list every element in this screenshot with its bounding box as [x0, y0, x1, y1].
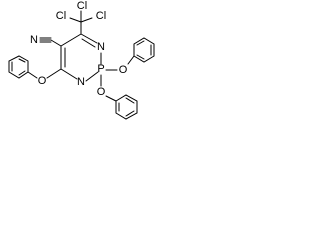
cyano-group: N	[30, 34, 62, 47]
bond-c-cl-left	[69, 17, 82, 23]
bond-c1-c2	[60, 33, 82, 47]
bond-c-cl-right	[80, 17, 93, 23]
bond-n-right-c1-double	[81, 38, 96, 48]
chemical-structure-diagram: Cl Cl Cl N N N P O O	[8, 0, 155, 120]
bond-n-right-c1	[80, 33, 98, 44]
phenyl-ring-left	[8, 55, 29, 79]
phenyl-right-double-1	[136, 40, 145, 46]
atom-o-bottom: O	[97, 86, 106, 98]
phenyl-bottom-double-2	[125, 110, 135, 117]
bond-c3-n-bottom	[60, 68, 78, 80]
atom-o-left: O	[38, 75, 47, 87]
atom-ring-n-bottom: N	[77, 76, 85, 88]
phenyl-bottom-double-1	[125, 97, 135, 104]
atom-phosphorus: P	[97, 63, 104, 75]
bond-o-right-ph	[127, 55, 135, 65]
trichloromethyl-group: Cl Cl Cl	[56, 0, 106, 35]
atom-o-right: O	[119, 64, 128, 76]
bond-c3-o-left	[46, 68, 62, 79]
bond-o-left-ph	[27, 71, 38, 79]
phenoxy-right: O	[105, 37, 155, 76]
atom-cyano-n: N	[30, 34, 38, 46]
bond-n-bottom-p	[85, 71, 99, 82]
phenoxy-bottom: O	[97, 74, 138, 120]
phenyl-ring-bottom	[115, 94, 138, 120]
atom-ring-n-right: N	[97, 41, 105, 53]
bond-o-bottom-ph	[105, 95, 117, 102]
atom-cl-left: Cl	[56, 10, 66, 22]
bond-ring-cn	[50, 39, 62, 47]
diazaphosphinine-ring: N N P	[60, 33, 105, 88]
phenyl-left-double-1	[18, 58, 26, 63]
phenoxy-left: O	[8, 55, 62, 87]
atom-cl-top: Cl	[77, 0, 87, 12]
phenyl-left-double-3	[18, 70, 26, 76]
atom-cl-right: Cl	[96, 10, 106, 22]
phenyl-ring-right	[133, 37, 155, 63]
phenyl-right-double-3	[136, 54, 145, 60]
